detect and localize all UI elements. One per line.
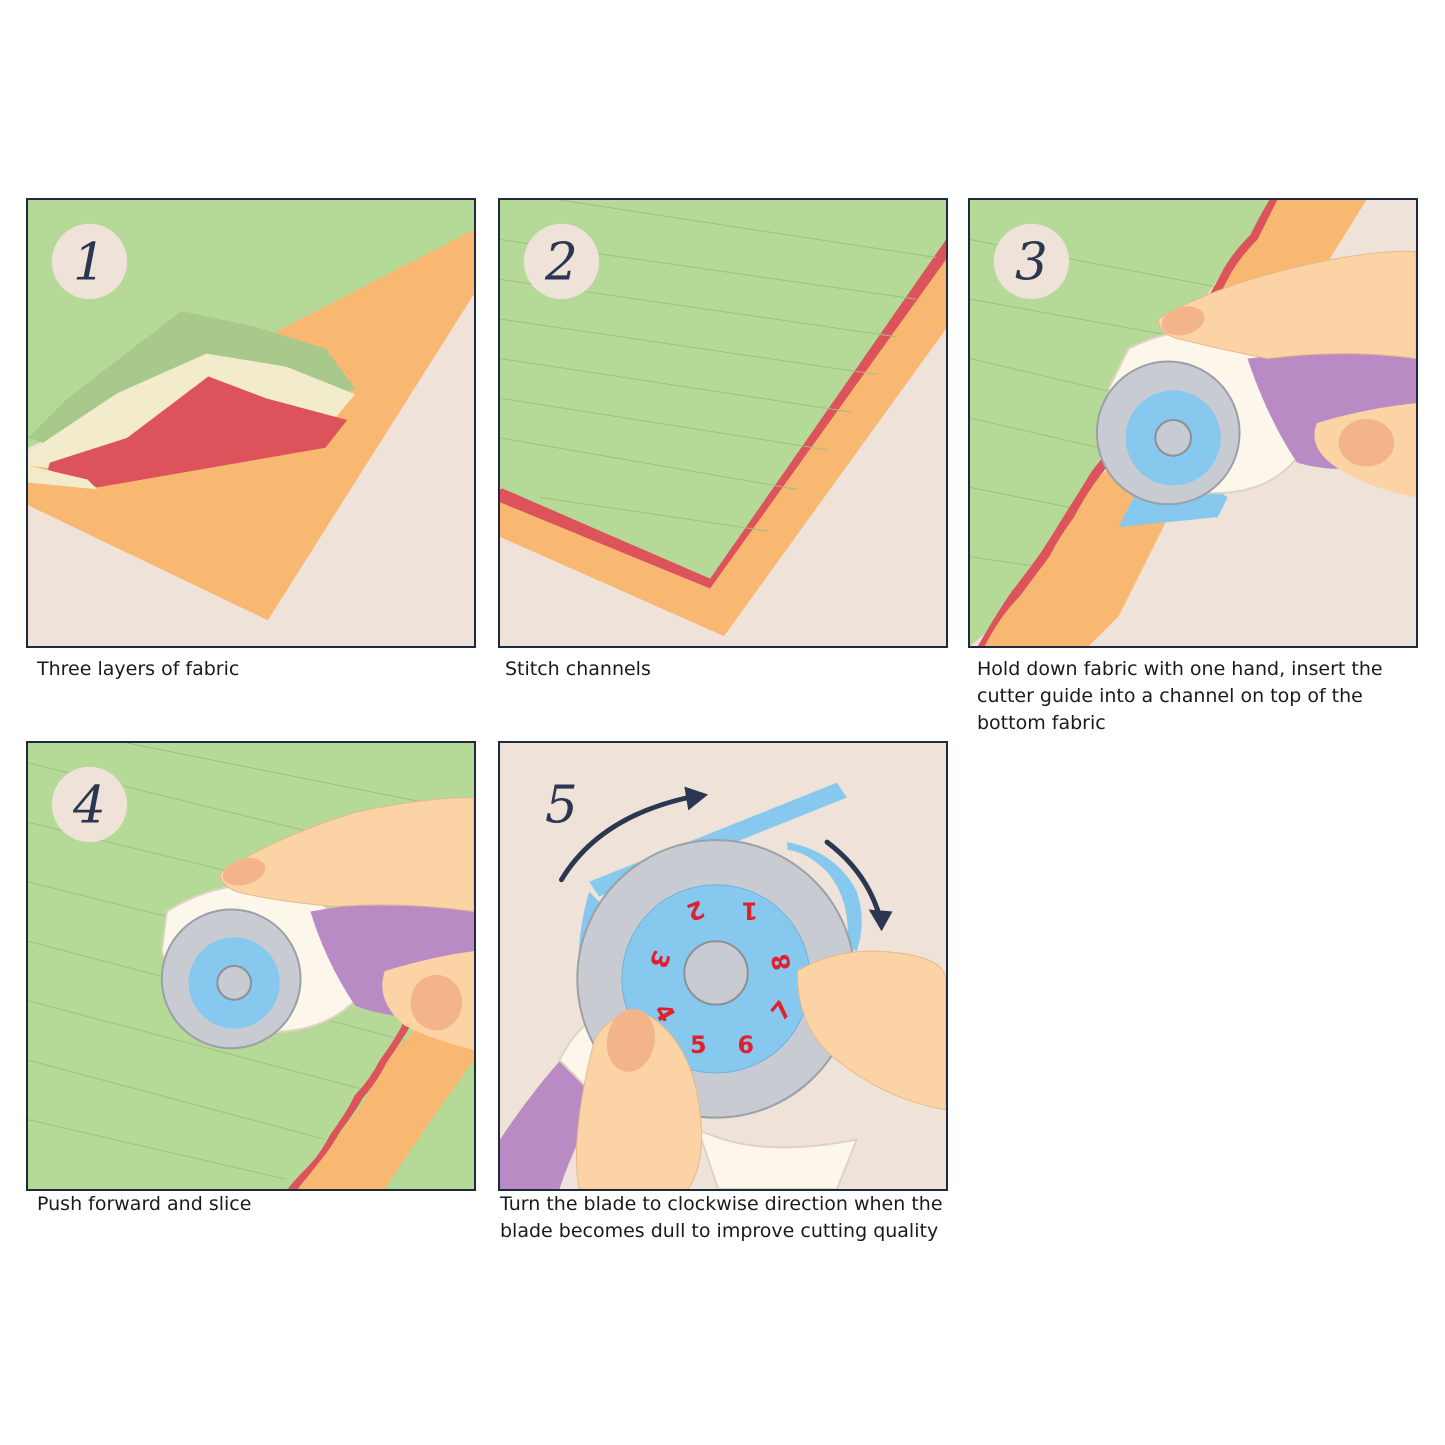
- step-2-panel: 2: [498, 198, 948, 648]
- step-5-badge: 5: [523, 766, 600, 843]
- red-wavy-edge: [287, 1020, 413, 1189]
- three-layers-illustration: 1: [28, 200, 474, 646]
- hand-icon: [1157, 250, 1416, 498]
- step-3-number: 3: [1015, 232, 1048, 292]
- step-1-number: 1: [73, 232, 106, 292]
- step-4-badge: 4: [51, 766, 128, 843]
- step-2-caption: Stitch channels: [505, 658, 651, 680]
- dial-number-6: 6: [738, 1031, 755, 1059]
- step-5-panel: 1 2 3 4 5 6 7 8 5: [498, 741, 948, 1191]
- step-3-badge: 3: [993, 223, 1070, 300]
- step-1-panel: 1: [26, 198, 476, 648]
- step-5-caption: Turn the blade to clockwise direction wh…: [500, 1193, 943, 1242]
- hand-icon: [219, 797, 474, 1051]
- dial-number-8: 8: [766, 952, 796, 973]
- rotary-cutter-icon: [160, 884, 474, 1050]
- step-4-panel: 4: [26, 741, 476, 1191]
- stitch-channels-illustration: 2: [500, 200, 946, 646]
- step-3-panel: 3: [968, 198, 1418, 648]
- green-top-fabric: [500, 200, 946, 579]
- step-1-badge: 1: [51, 223, 128, 300]
- step-3-caption: Hold down fabric with one hand, insert t…: [977, 658, 1383, 734]
- red-fold: [47, 376, 348, 488]
- step-4-caption: Push forward and slice: [37, 1193, 252, 1215]
- step-1-caption: Three layers of fabric: [37, 658, 240, 680]
- dial-number-1: 1: [741, 897, 758, 925]
- step-4-number: 4: [72, 775, 106, 835]
- arrow-head-right: [868, 909, 893, 932]
- step-5-number: 5: [545, 775, 578, 835]
- step-2-badge: 2: [523, 223, 600, 300]
- orange-strip: [295, 1000, 474, 1189]
- push-forward-illustration: 4: [28, 743, 474, 1189]
- turn-blade-illustration: 1 2 3 4 5 6 7 8 5: [500, 743, 946, 1189]
- insert-guide-illustration: 3: [970, 200, 1416, 646]
- dial-number-5: 5: [690, 1031, 707, 1059]
- step-2-number: 2: [544, 232, 578, 292]
- clockwise-arrow-icon: [558, 795, 883, 919]
- hand-icon: [575, 950, 946, 1189]
